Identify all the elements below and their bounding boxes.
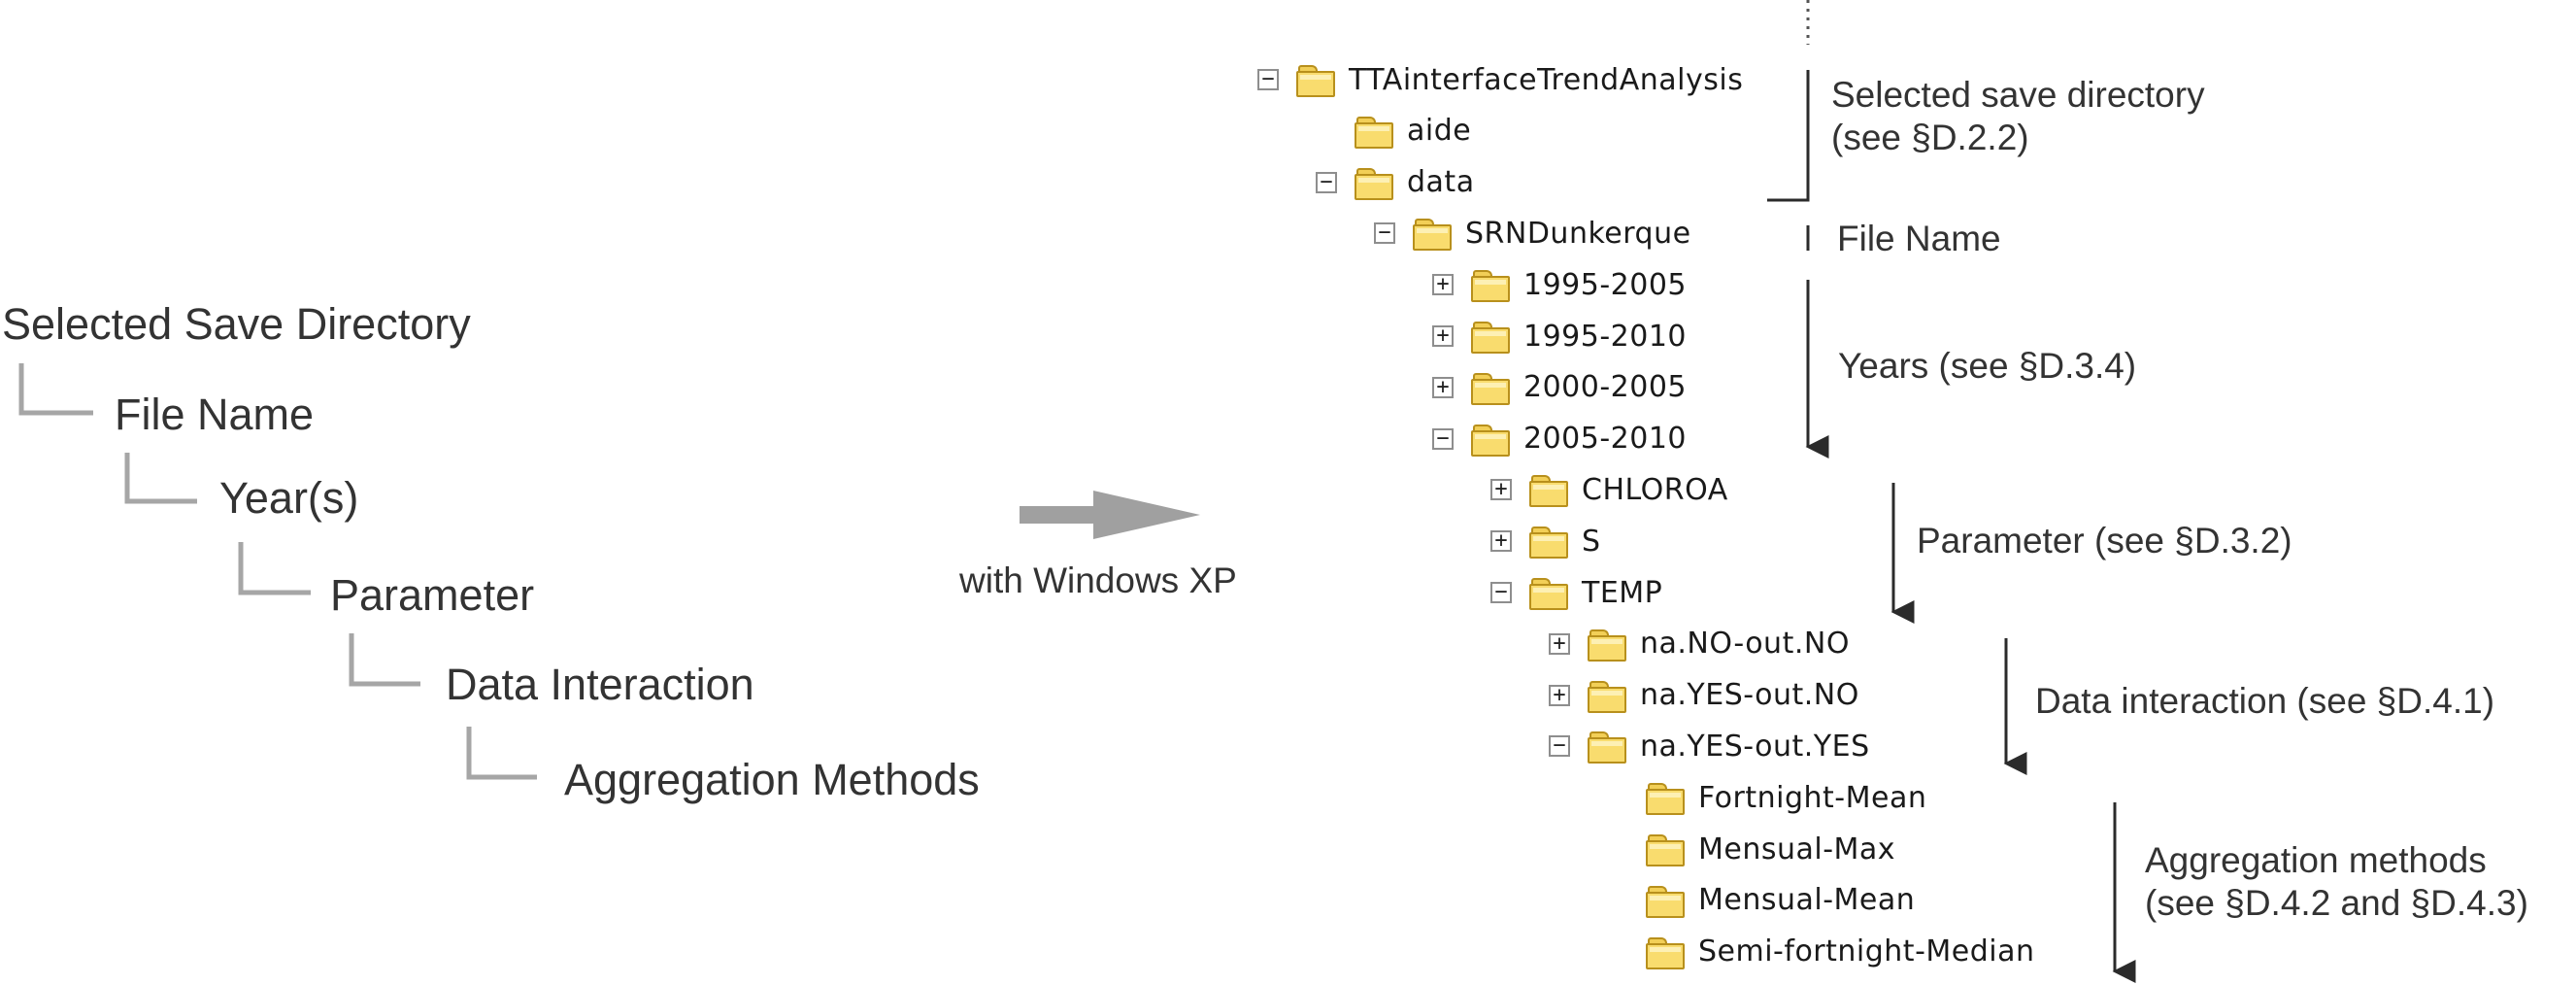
connector-parameter [238,542,311,595]
folder-icon [1646,936,1685,969]
collapse-minus-icon[interactable]: − [1316,171,1337,193]
annotation-aggregation: Aggregation methods (see §D.4.2 and §D.4… [2145,839,2528,926]
collapse-minus-icon[interactable]: − [1490,582,1512,603]
tree-node-label: CHLOROA [1582,472,1728,507]
expand-plus-icon[interactable]: + [1432,376,1454,398]
folder-icon [1588,680,1626,713]
annotation-years: Years (see §D.3.4) [1838,346,2137,386]
annotation-parameter: Parameter (see §D.3.2) [1917,521,2292,560]
tree-node-label: S [1582,524,1601,559]
annotation-aggregation-line2: (see §D.4.2 and §D.4.3) [2145,883,2528,924]
folder-icon [1646,885,1685,918]
tree-node[interactable]: Semi-fortnight-Median [1646,933,2035,971]
hierarchy-label-years: Year(s) [219,473,359,523]
folder-icon [1355,167,1393,200]
connector-file-name [18,363,93,416]
hierarchy-connectors [18,363,537,780]
expand-plus-icon[interactable]: + [1549,684,1570,706]
tree-node[interactable]: − data [1316,163,1475,202]
folder-icon [1588,730,1626,764]
folder-icon [1529,526,1568,560]
collapse-minus-icon[interactable]: − [1549,735,1570,758]
save-dir-bracket [1767,70,1810,202]
folder-icon [1296,64,1335,97]
tree-node-label: 2005-2010 [1523,422,1688,457]
tree-node[interactable]: aide [1355,112,1471,151]
tree-node[interactable]: Mensual-Mean [1646,881,1915,920]
tree-node-label: Mensual-Max [1698,832,1896,866]
annotation-arrows [1805,280,2136,983]
connector-aggregation [466,727,537,780]
folder-icon [1471,424,1510,457]
tree-node-label: 2000-2005 [1523,370,1688,405]
folder-icon [1355,116,1393,149]
annotation-data-interaction: Data interaction (see §D.4.1) [2035,681,2495,721]
annotation-save-directory-line2: (see §D.2.2) [1831,118,2029,158]
hierarchy-label-aggregation: Aggregation Methods [564,755,980,804]
hierarchy-label-file-name: File Name [115,390,315,439]
tree-node[interactable]: +2000-2005 [1432,368,1688,407]
annotation-save-directory: Selected save directory (see §D.2.2) [1831,74,2205,160]
folder-icon [1471,321,1510,354]
collapse-minus-icon[interactable]: − [1374,222,1395,245]
tree-node[interactable]: − TEMP [1490,573,1663,612]
arrow-caption: with Windows XP [959,560,1237,600]
folder-icon [1646,782,1685,816]
tree-node-label: Semi-fortnight-Median [1698,934,2035,969]
connector-years [124,453,197,504]
tree-node-label: na.YES-out.YES [1640,729,1870,764]
collapse-minus-icon[interactable]: − [1432,427,1454,450]
expand-plus-icon[interactable]: + [1490,479,1512,501]
expand-plus-icon[interactable]: + [1432,274,1454,296]
tree-node-label: na.NO-out.NO [1640,627,1850,662]
tree-node[interactable]: − TTAinterfaceTrendAnalysis [1257,60,1744,99]
tree-node-label: Fortnight-Mean [1698,780,1927,815]
tree-node[interactable]: Mensual-Max [1646,830,1895,868]
tree-node-label: TEMP [1582,575,1663,610]
annotation-aggregation-line1: Aggregation methods [2145,840,2487,880]
folder-icon [1646,833,1685,866]
collapse-minus-icon[interactable]: − [1257,69,1279,90]
tree-node[interactable]: − na.YES-out.YES [1549,727,1870,765]
folder-icon [1413,218,1452,252]
big-right-arrow [1020,491,1200,539]
connector-data-interaction [349,633,420,687]
annotation-save-directory-line1: Selected save directory [1831,75,2205,115]
folder-icon [1471,372,1510,405]
folder-icon [1529,474,1568,508]
expand-plus-icon[interactable]: + [1432,325,1454,347]
tree-node-label: 1995-2005 [1523,267,1688,302]
folder-icon [1529,577,1568,610]
tree-node-label: SRNDunkerque [1465,216,1691,251]
expand-plus-icon[interactable]: + [1549,632,1570,655]
tree-node[interactable]: +1995-2010 [1432,317,1688,356]
tree-node[interactable]: + na.YES-out.NO [1549,676,1859,715]
tree-node[interactable]: +1995-2005 [1432,265,1688,304]
tree-node[interactable]: − SRNDunkerque [1374,214,1691,253]
expand-plus-icon[interactable]: + [1490,530,1512,553]
tree-node-label: data [1407,165,1475,200]
tree-node-label: TTAinterfaceTrendAnalysis [1349,62,1744,97]
tree-node-label: 1995-2010 [1523,319,1688,354]
hierarchy-label-data-interaction: Data Interaction [446,660,754,709]
tree-node[interactable]: +S [1490,522,1601,560]
tree-node-label: Mensual-Mean [1698,883,1916,918]
annotation-file-name: File Name [1837,219,2001,258]
tree-node[interactable]: + na.NO-out.NO [1549,625,1850,663]
tree-node-label: aide [1407,114,1472,149]
tree-node[interactable]: − 2005-2010 [1432,420,1688,459]
hierarchy-label-parameter: Parameter [330,570,535,620]
folder-icon [1588,628,1626,662]
tree-node-label: na.YES-out.NO [1640,678,1859,713]
tree-node[interactable]: + CHLOROA [1490,470,1728,509]
folder-icon [1471,269,1510,303]
hierarchy-label-save-directory: Selected Save Directory [2,299,471,349]
tree-node[interactable]: Fortnight-Mean [1646,778,1926,817]
